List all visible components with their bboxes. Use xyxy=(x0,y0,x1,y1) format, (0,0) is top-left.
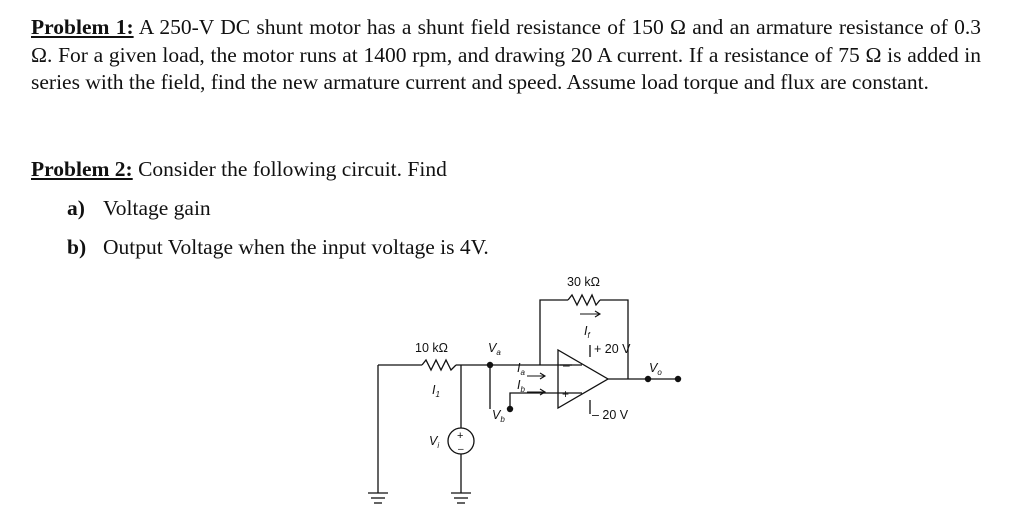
positive-supply-label: + 20 V xyxy=(594,342,631,356)
arrow-ib xyxy=(527,388,547,396)
label-vb: Vb xyxy=(492,408,505,424)
op-amp-circuit-diagram: – + + – 30 kΩ 10 kΩ + 20 V – 20 V If I1 … xyxy=(368,275,682,504)
node-output-junction xyxy=(644,375,652,383)
op-amp-minus-sign: – xyxy=(563,358,570,372)
source-plus-sign: + xyxy=(457,430,463,442)
label-vo: Vo xyxy=(649,361,662,377)
label-ia: Ia xyxy=(517,361,525,377)
node-output-terminal xyxy=(674,375,682,383)
op-amp-plus-sign: + xyxy=(562,387,569,401)
node-vb xyxy=(506,405,514,413)
circuit-wires xyxy=(368,299,678,504)
problem-2-item-a: a) Voltage gain xyxy=(67,195,211,223)
voltage-source-vi xyxy=(447,427,475,455)
label-if: If xyxy=(584,324,590,340)
node-va xyxy=(486,361,494,369)
arrow-ia xyxy=(527,372,547,380)
source-minus-sign: – xyxy=(458,444,464,455)
feedback-resistor xyxy=(567,293,601,307)
input-resistor-label: 10 kΩ xyxy=(415,341,448,355)
label-ib: Ib xyxy=(517,378,525,394)
problem-1-text: A 250-V DC shunt motor has a shunt field… xyxy=(31,15,981,94)
label-va: Va xyxy=(488,341,501,357)
negative-supply-label: – 20 V xyxy=(592,408,629,422)
item-b-letter: b) xyxy=(67,235,87,259)
label-vi: Vi xyxy=(429,434,439,450)
problem-2-paragraph: Problem 2: Consider the following circui… xyxy=(31,156,447,184)
label-i1: I1 xyxy=(432,383,440,399)
item-b-text: Output Voltage when the input voltage is… xyxy=(103,235,489,259)
problem-2-item-b: b) Output Voltage when the input voltage … xyxy=(67,234,489,262)
arrow-if xyxy=(580,310,602,318)
problem-1-label: Problem 1: xyxy=(31,15,134,39)
input-resistor xyxy=(421,358,457,372)
problem-2-label: Problem 2: xyxy=(31,157,133,181)
problem-2-text: Consider the following circuit. Find xyxy=(132,157,447,181)
item-a-text: Voltage gain xyxy=(103,196,211,220)
feedback-resistor-label: 30 kΩ xyxy=(567,275,600,289)
problem-1-paragraph: Problem 1: A 250-V DC shunt motor has a … xyxy=(31,14,981,97)
item-a-letter: a) xyxy=(67,196,85,220)
op-amp-symbol xyxy=(557,348,610,410)
